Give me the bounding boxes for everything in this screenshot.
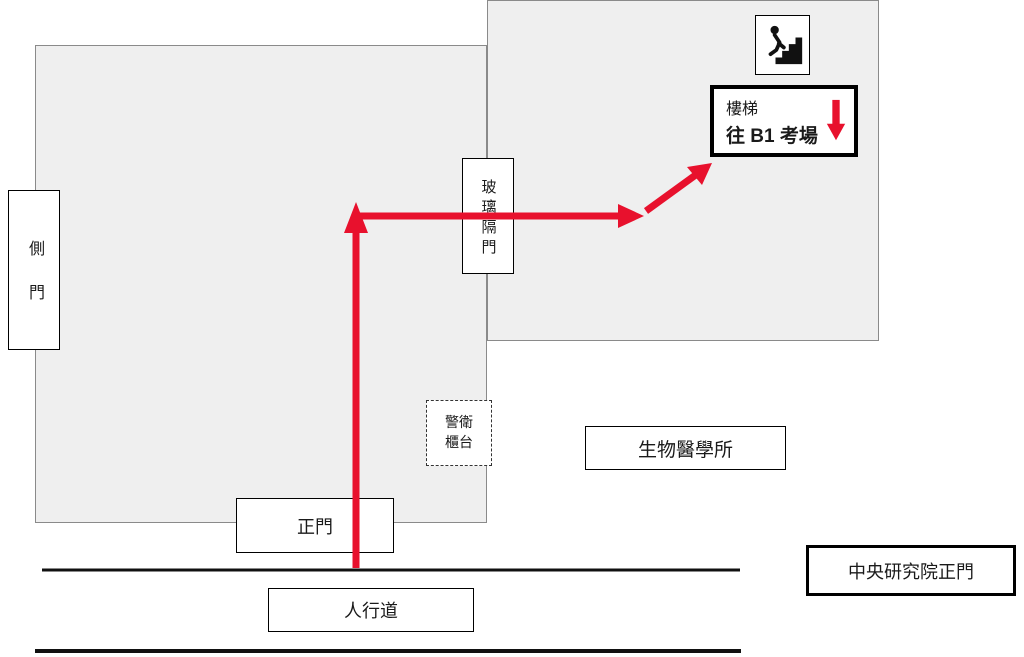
- sidewalk-label: 人行道: [344, 601, 398, 621]
- sidewalk-label-box: 人行道: [268, 588, 474, 632]
- main-entrance-label-box: 正門: [236, 498, 394, 553]
- side-door-label: 側門: [26, 240, 43, 328]
- building-left-block: [35, 45, 487, 523]
- stairs-icon-box: [755, 15, 810, 75]
- biomedical-institute-label: 生物醫學所: [637, 439, 733, 461]
- stairs-label: 樓梯: [726, 100, 759, 118]
- to-b1-exam-label: 往 B1 考場: [726, 125, 818, 147]
- guard-counter-label-line2: 櫃台: [445, 434, 473, 450]
- academia-main-gate-label-box: 中央研究院正門: [806, 545, 1016, 596]
- building-right-block: [487, 0, 879, 341]
- red-down-arrow-icon: [826, 99, 846, 141]
- guard-counter-label-box: 警衛 櫃台: [426, 400, 492, 466]
- biomedical-institute-label-box: 生物醫學所: [585, 426, 786, 470]
- academia-main-gate-label: 中央研究院正門: [848, 561, 974, 582]
- side-door-label-box: 側門: [8, 190, 60, 350]
- guard-counter-label-line1: 警衛: [445, 414, 473, 431]
- stairs-icon: [768, 25, 802, 65]
- glass-door-label: 玻璃隔門: [479, 178, 497, 259]
- stairs-to-b1-label-box: 樓梯 往 B1 考場: [710, 85, 858, 157]
- glass-door-label-box: 玻璃隔門: [462, 158, 514, 274]
- main-entrance-label: 正門: [297, 516, 333, 537]
